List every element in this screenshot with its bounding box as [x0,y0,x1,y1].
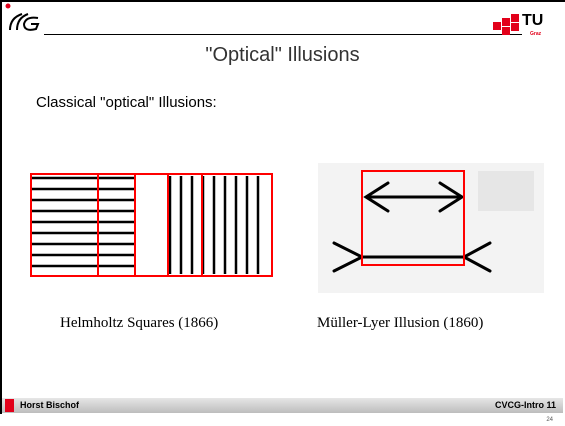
tu-graz-logo: TU Graz [493,12,553,38]
tu-graz-logo-icon [493,14,519,35]
footer-accent [5,399,14,412]
footer-author: Horst Bischof [20,400,80,410]
tu-logo-subtext: Graz [530,31,542,37]
slide-title: "Optical" Illusions [205,44,360,66]
slide-subtitle: Classical "optical" Illusions: [36,94,217,111]
figure-caption-helmholtz: Helmholtz Squares (1866) [60,315,219,331]
header-rule [44,34,522,35]
red-frames [30,173,273,277]
red-frame [361,170,465,266]
figure-caption-muller-lyer: Müller-Lyer Illusion (1860) [317,315,484,331]
footer-bar [2,398,563,413]
tu-logo-text: TU [522,12,544,29]
footer-course: CVCG-Intro 11 [494,400,556,410]
helmholtz-squares-figure [30,173,273,277]
cvcg-logo-icon [5,3,40,31]
arrows-inward-line [363,181,465,213]
slide-frame [0,0,565,414]
horizontal-lines-square [32,176,134,268]
muller-lyer-figure [318,163,544,293]
page-number: 24 [546,417,553,423]
vertical-lines-square [168,176,260,274]
